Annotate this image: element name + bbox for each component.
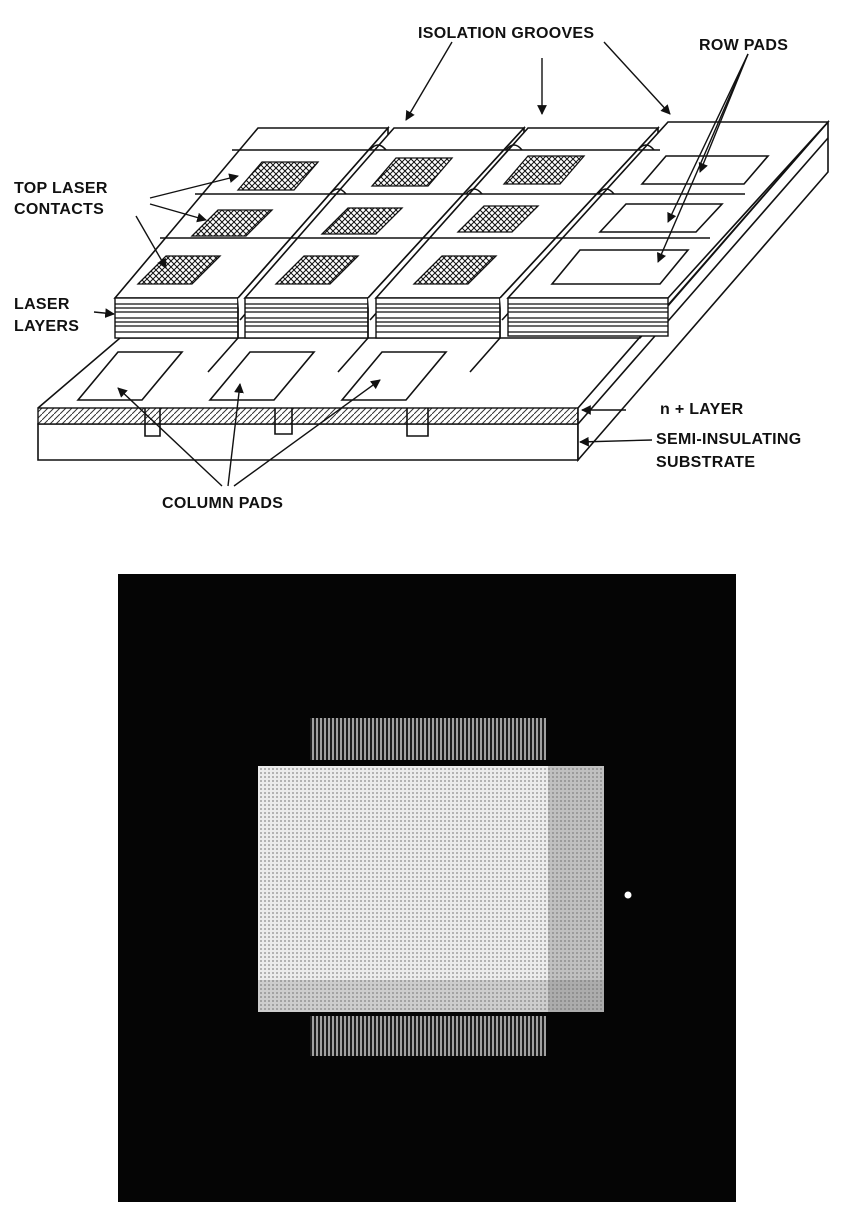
column-pads [76,351,448,401]
n-plus-layer-label: n + LAYER [660,401,744,418]
isolation-groove-notches [144,408,429,437]
semi-insulating-label-line1: SEMI-INSULATING [656,431,802,448]
bottom-bond-pad-strip [310,1016,546,1056]
groove-curves [329,144,655,195]
top-bond-pad-strip [310,718,546,760]
laser-layers-label-line2: LAYERS [14,318,79,335]
laser-layers-label-line1: LASER [14,296,70,313]
chip-photograph [118,574,736,1202]
top-laser-contacts [136,155,586,285]
laser-array-schematic: ISOLATION GROOVES ROW PADS TOP LASER CON… [14,25,830,512]
isolation-grooves-label: ISOLATION GROOVES [418,25,594,42]
row-band-lines [160,149,745,239]
bright-spot [624,891,632,899]
top-laser-contacts-label-line1: TOP LASER [14,180,108,197]
laser-array-chip [258,766,604,1012]
top-laser-contacts-label-line2: CONTACTS [14,201,104,218]
column-pads-label: COLUMN PADS [162,495,283,512]
semi-insulating-label-line2: SUBSTRATE [656,454,755,471]
substrate-front-face [37,423,579,461]
n-plus-layer-band [37,407,579,425]
row-pads-label: ROW PADS [699,37,788,54]
